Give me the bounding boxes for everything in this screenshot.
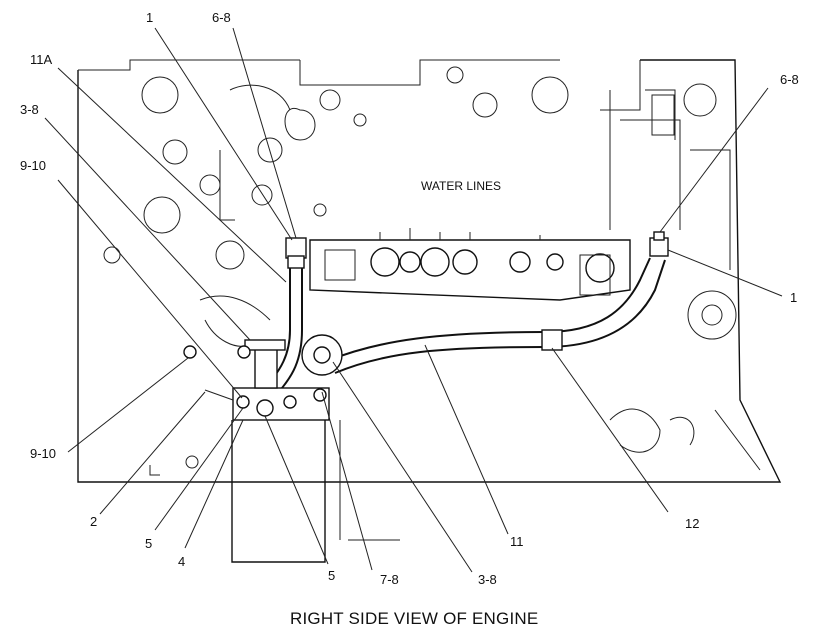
hose-11	[329, 257, 666, 374]
water-lines-label: WATER LINES	[421, 179, 501, 193]
right-fitting	[649, 231, 669, 257]
water-lines-manifold	[309, 228, 631, 301]
callout-6-8-right: 6-8	[780, 72, 799, 87]
leader-lines	[44, 27, 783, 573]
callout-4: 4	[178, 554, 185, 569]
callout-7-8: 7-8	[380, 572, 399, 587]
callout-3-8-bottom: 3-8	[478, 572, 497, 587]
callout-11: 11	[510, 534, 524, 549]
callout-9-10-left: 9-10	[20, 158, 46, 173]
callout-1-right: 1	[790, 290, 797, 305]
filter-assembly	[183, 334, 400, 563]
callout-5-left: 5	[145, 536, 152, 551]
callout-1-top: 1	[146, 10, 153, 25]
callout-9-10-bottom: 9-10	[30, 446, 56, 461]
callout-labels: 1 6-8 11A 3-8 9-10 6-8 1 9-10 2 5 4 5 7-…	[20, 10, 799, 587]
callout-3-8-left: 3-8	[20, 102, 39, 117]
engine-block	[77, 59, 782, 483]
callout-2: 2	[90, 514, 97, 529]
diagram-caption: RIGHT SIDE VIEW OF ENGINE	[290, 609, 538, 628]
callout-6-8-top: 6-8	[212, 10, 231, 25]
callout-12: 12	[685, 516, 699, 531]
callout-11a: 11A	[30, 52, 52, 67]
callout-5-mid: 5	[328, 568, 335, 583]
